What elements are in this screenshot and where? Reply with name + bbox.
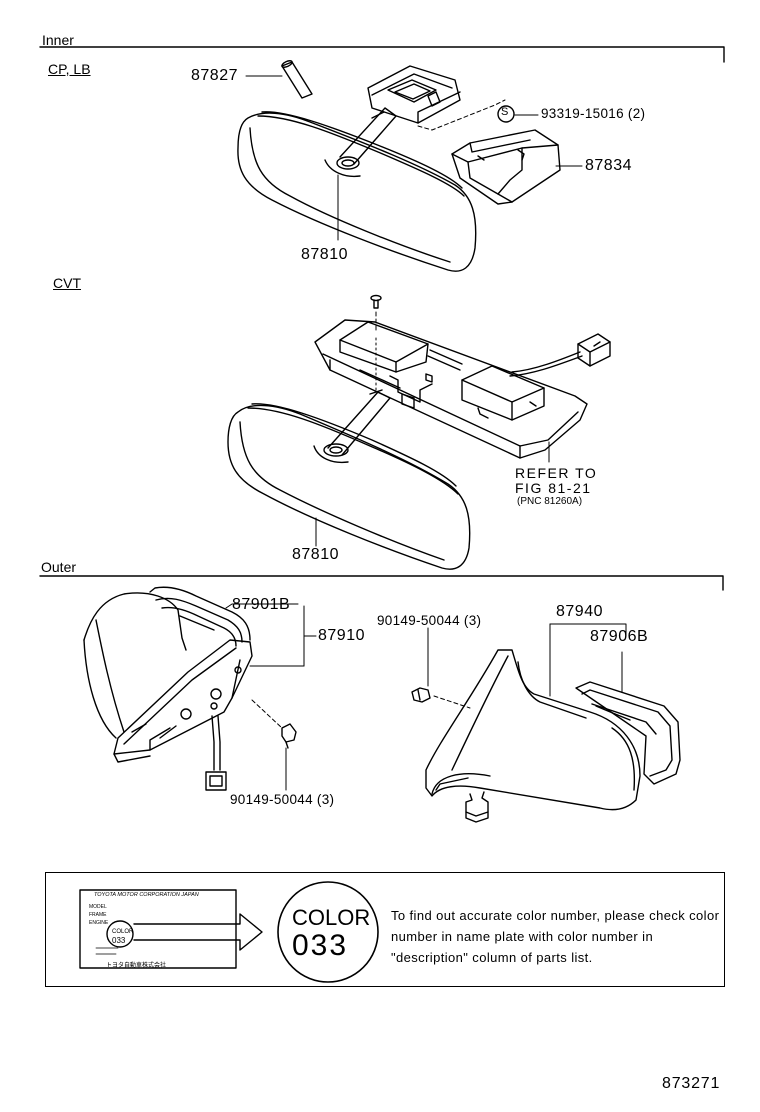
part-number-87810-cvt: 87810 — [292, 546, 339, 563]
color-badge-circle — [277, 881, 379, 983]
outer-section-bracket — [39, 575, 724, 591]
part-number-87834: 87834 — [585, 157, 632, 174]
mirror-stay-cvt — [327, 389, 391, 456]
nameplate-header: TOYOTA MOTOR CORPORATION JAPAN — [94, 892, 199, 898]
mirror-bracket-cover-87834 — [451, 129, 561, 205]
leaders-cvt — [315, 311, 550, 547]
leaders-outer-left — [225, 603, 317, 791]
nameplate-color-code: 033 — [112, 936, 126, 945]
screw-callout-symbol — [497, 105, 515, 123]
screw-outer-left — [281, 723, 297, 749]
color-note-text: To find out accurate color number, pleas… — [391, 908, 720, 965]
section-label-cvt: CVT — [53, 275, 81, 291]
part-number-90149-50044-top: 90149-50044 (3) — [377, 613, 482, 628]
outer-mirror-right-connector — [465, 791, 489, 823]
refer-pnc: (PNC 81260A) — [517, 496, 583, 507]
part-number-87901b: 87901B — [232, 596, 291, 613]
inner-mirror-87810-top — [237, 111, 477, 272]
color-note-box: TOYOTA MOTOR CORPORATION JAPAN MODEL FRA… — [45, 872, 725, 987]
nameplate-engine: ENGINE — [89, 920, 109, 926]
screw-cvt — [370, 294, 382, 309]
part-number-87940: 87940 — [556, 603, 603, 620]
overhead-console-housing — [314, 319, 588, 459]
leaders-outer-right — [427, 623, 627, 709]
part-number-87906b: 87906B — [590, 628, 649, 645]
part-number-87827: 87827 — [191, 67, 238, 84]
outer-mirror-87910-left — [83, 586, 253, 763]
part-number-87810-top: 87810 — [301, 246, 348, 263]
nameplate-frame: FRAME — [89, 912, 107, 918]
leaders-top — [245, 75, 583, 241]
figure-number: 873271 — [662, 1075, 721, 1092]
pin-87827 — [281, 60, 313, 99]
nameplate-model: MODEL — [89, 904, 107, 910]
color-badge-code: 033 — [292, 929, 349, 962]
screw-outer-right — [411, 687, 431, 703]
section-label-cp-lb: CP, LB — [48, 61, 91, 77]
outer-mirror-left-wire — [205, 715, 227, 791]
section-label-inner: Inner — [42, 32, 74, 48]
section-label-outer: Outer — [41, 559, 77, 575]
inner-mirror-stay-top — [339, 65, 461, 165]
console-wire-harness — [509, 333, 611, 377]
color-badge-label: COLOR — [292, 905, 371, 930]
part-number-87910: 87910 — [318, 627, 365, 644]
callout-symbol-label: S — [501, 106, 509, 118]
inner-mirror-87810-cvt — [227, 403, 471, 570]
refer-to-line1: REFER TO — [515, 465, 598, 481]
part-number-93319-15016: 93319-15016 (2) — [541, 106, 646, 121]
outer-mirror-87940-right — [425, 649, 681, 811]
nameplate-footer: トヨタ自動車株式会社 — [106, 963, 167, 969]
refer-to-line2: FIG 81-21 — [515, 480, 592, 496]
inner-section-bracket — [39, 46, 725, 63]
arrow-to-color-badge — [133, 913, 263, 951]
name-plate — [79, 889, 237, 969]
part-number-90149-50044-bottom: 90149-50044 (3) — [230, 792, 335, 807]
nameplate-color-label: COLOR — [112, 929, 134, 935]
